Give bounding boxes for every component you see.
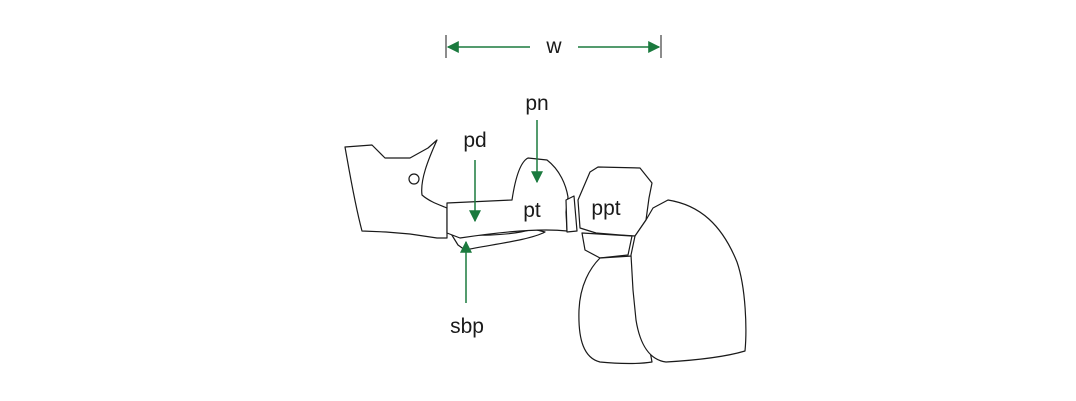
foramen-circle: [408, 173, 420, 185]
ppt-lower-outline: [581, 232, 633, 259]
sbp-annotation: sbp: [450, 240, 484, 338]
width-dimension: w: [445, 35, 662, 58]
pt-joint-outline: [565, 195, 578, 233]
pn-label: pn: [525, 92, 548, 115]
width-label: w: [545, 35, 562, 58]
pt-bone-outline: [446, 157, 569, 239]
pn-annotation: pn: [525, 92, 549, 184]
sbp-label: sbp: [450, 315, 484, 338]
pd-annotation: pd: [463, 129, 487, 223]
basal-bone-outline: [344, 139, 448, 239]
large-right-bone-outline: [630, 199, 747, 363]
pd-label: pd: [463, 129, 486, 152]
pt-label: pt: [523, 199, 541, 222]
ppt-label: ppt: [591, 197, 620, 220]
